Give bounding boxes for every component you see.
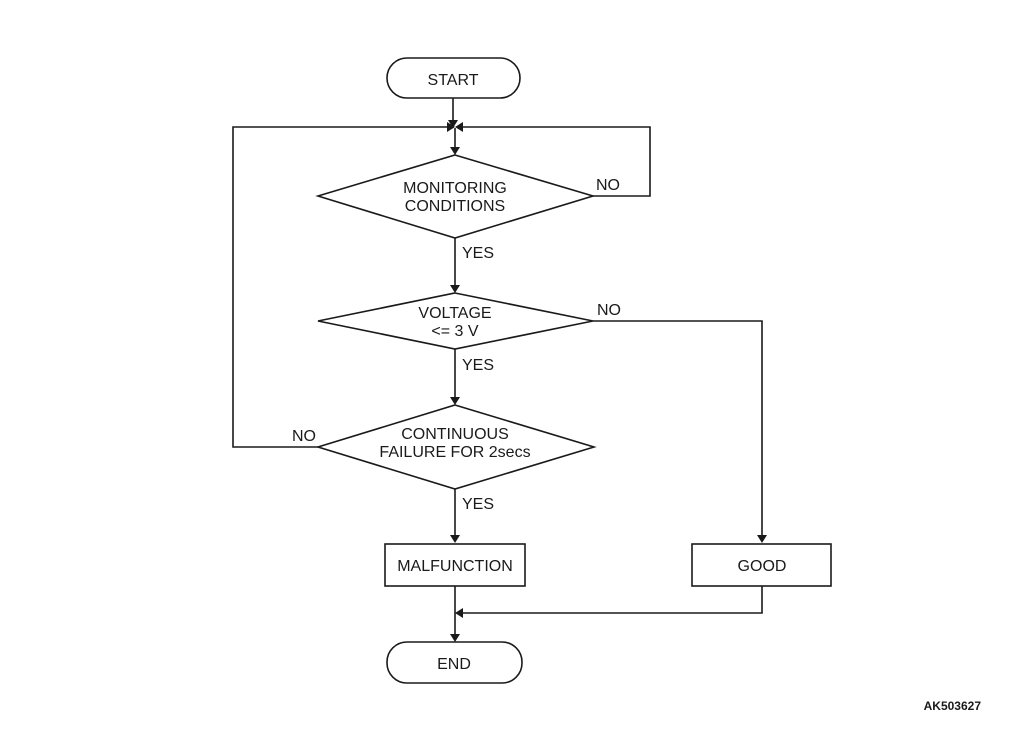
good-node: GOOD: [691, 543, 832, 587]
end-label: END: [437, 656, 471, 673]
loop-to-monitoring-connector: [450, 128, 460, 155]
continuous-decision: CONTINUOUS FAILURE FOR 2secs: [315, 404, 597, 490]
malfunction-label: MALFUNCTION: [397, 558, 513, 575]
continuous-yes-connector: YES: [450, 489, 494, 543]
monitoring-no-label: NO: [596, 177, 620, 194]
end-node: END: [386, 641, 523, 684]
voltage-label-line1: VOLTAGE: [418, 305, 491, 322]
monitoring-label-line2: CONDITIONS: [405, 198, 505, 215]
start-node: START: [386, 57, 521, 99]
monitoring-decision: MONITORING CONDITIONS: [315, 154, 596, 239]
monitoring-yes-connector: YES: [450, 238, 494, 293]
monitoring-label-line1: MONITORING: [403, 180, 507, 197]
voltage-label-line2: <= 3 V: [431, 323, 478, 340]
monitoring-yes-label: YES: [462, 245, 494, 262]
monitoring-no-loop: NO: [455, 122, 651, 197]
start-to-loop-connector: [448, 98, 458, 128]
continuous-label-line2: FAILURE FOR 2secs: [379, 444, 530, 461]
continuous-no-loop: NO: [232, 122, 455, 448]
reference-code: AK503627: [924, 699, 982, 713]
malfunction-to-end-connector: [450, 586, 460, 642]
voltage-no-label: NO: [597, 302, 621, 319]
good-to-end-connector: [455, 586, 763, 618]
voltage-yes-label: YES: [462, 357, 494, 374]
continuous-yes-label: YES: [462, 496, 494, 513]
start-label: START: [428, 72, 479, 89]
continuous-label-line1: CONTINUOUS: [401, 426, 509, 443]
voltage-decision: VOLTAGE <= 3 V: [317, 292, 594, 350]
voltage-yes-connector: YES: [450, 349, 494, 405]
malfunction-node: MALFUNCTION: [384, 543, 526, 587]
good-label: GOOD: [738, 558, 787, 575]
continuous-no-label: NO: [292, 428, 316, 445]
voltage-no-connector: NO: [593, 302, 767, 543]
